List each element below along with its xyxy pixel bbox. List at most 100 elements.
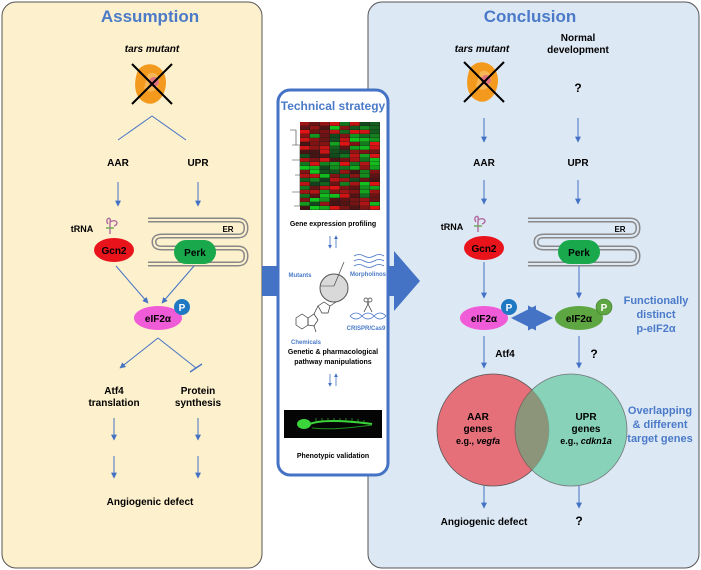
conclusion-outcome-question: ? <box>575 514 582 528</box>
heatmap-cell <box>320 206 330 210</box>
heatmap-cell <box>300 202 310 206</box>
conclusion-eif2a-upr <box>555 306 603 330</box>
heatmap-cell <box>320 138 330 142</box>
assumption-phospho-label: P <box>179 303 186 314</box>
upr-genes-example: e.g., cdkn1a <box>560 436 612 446</box>
heatmap-cell <box>350 126 360 130</box>
heatmap-cell <box>340 190 350 194</box>
injection-embryo-icon <box>319 261 349 303</box>
heatmap-cell <box>370 158 380 162</box>
heatmap-cell <box>330 190 340 194</box>
conclusion-eif2a-aar <box>460 306 508 330</box>
heatmap-cell <box>300 190 310 194</box>
manip-line2: pathway manipulations <box>294 359 372 366</box>
heatmap-cell <box>350 170 360 174</box>
heatmap-cell <box>320 158 330 162</box>
profiling-label: Gene expression profiling <box>290 221 376 228</box>
conclusion-normal-line1: Normal <box>561 33 596 44</box>
heatmap-cell <box>310 122 320 126</box>
chemicals-label: Chemicals <box>291 340 322 346</box>
heatmap-cell <box>360 190 370 194</box>
heatmap-cell <box>310 134 320 138</box>
heatmap-cell <box>340 166 350 170</box>
assumption-split-left <box>117 115 153 141</box>
heatmap-cell <box>300 162 310 166</box>
heatmap-cell <box>360 122 370 126</box>
heatmap-cell <box>370 198 380 202</box>
heatmap-cell <box>320 194 330 198</box>
heatmap-cell <box>350 178 360 182</box>
heatmap-cell <box>340 130 350 134</box>
crispr-label: CRISPR/Cas9 <box>347 326 386 332</box>
heatmap-cell <box>300 158 310 162</box>
heatmap-cell <box>370 194 380 198</box>
heatmap-cell <box>360 170 370 174</box>
heatmap-cell <box>310 170 320 174</box>
heatmap-cell <box>350 174 360 178</box>
heatmap-cell <box>330 186 340 190</box>
assumption-perk-label: Perk <box>184 248 206 259</box>
heatmap-cell <box>310 126 320 130</box>
heatmap-cell <box>350 146 360 150</box>
heatmap-cell <box>350 190 360 194</box>
heatmap-cell <box>340 162 350 166</box>
heatmap-cell <box>320 150 330 154</box>
assumption-gcn2 <box>94 238 134 262</box>
heatmap-cell <box>350 158 360 162</box>
heatmap-cell <box>350 166 360 170</box>
heatmap-cell <box>330 158 340 162</box>
assumption-aar-label: AAR <box>107 158 129 169</box>
heatmap-cell <box>370 122 380 126</box>
heatmap-cell <box>300 150 310 154</box>
heatmap-cell <box>320 186 330 190</box>
heatmap-cell <box>320 146 330 150</box>
heatmap-cell <box>370 182 380 186</box>
heatmap-cell <box>340 154 350 158</box>
heatmap-cell <box>350 202 360 206</box>
heatmap-cell <box>330 178 340 182</box>
functional-line2: distinct <box>636 309 675 321</box>
heatmap-cell <box>370 130 380 134</box>
heatmap-cell <box>360 178 370 182</box>
heatmap-cell <box>330 138 340 142</box>
heatmap-cell <box>310 186 320 190</box>
zebrafish-embryo-icon-conclusion <box>463 61 505 103</box>
conclusion-gcn2-label: Gcn2 <box>471 244 496 255</box>
heatmap-cell <box>340 206 350 210</box>
heatmap-cell <box>300 126 310 130</box>
heatmap-cell <box>310 174 320 178</box>
heatmap-cell <box>310 198 320 202</box>
assumption-atf4-line2: translation <box>88 398 139 409</box>
functional-line3: p-eIF2α <box>636 323 675 335</box>
heatmap-cell <box>370 150 380 154</box>
assumption-upr-label: UPR <box>187 158 209 169</box>
heatmap-cell <box>350 142 360 146</box>
heatmap-cell <box>300 198 310 202</box>
heatmap-cell <box>370 162 380 166</box>
heatmap-cell <box>350 206 360 210</box>
heatmap-cell <box>340 142 350 146</box>
heatmap-cell <box>350 154 360 158</box>
heatmap-cell <box>340 182 350 186</box>
heatmap-cell <box>320 162 330 166</box>
heatmap-cell <box>330 198 340 202</box>
conclusion-gcn2 <box>464 236 504 260</box>
morpholino-waves-icon <box>353 254 385 268</box>
heatmap-cell <box>370 174 380 178</box>
conclusion-aar-label: AAR <box>473 158 495 169</box>
heatmap-cell <box>330 146 340 150</box>
heatmap-cell <box>300 182 310 186</box>
assumption-trna-label: tRNA <box>71 224 94 234</box>
conclusion-mutant-label: tars mutant <box>455 44 510 55</box>
heatmap-cell <box>340 150 350 154</box>
assumption-mutant-label: tars mutant <box>125 44 180 55</box>
conclusion-upr-label: UPR <box>567 158 589 169</box>
heatmap-cell <box>360 146 370 150</box>
heatmap-cell <box>330 170 340 174</box>
venn-overlap <box>515 390 549 470</box>
heatmap-cell <box>310 130 320 134</box>
conclusion-upr-question: ? <box>590 347 597 361</box>
heatmap-cell <box>360 194 370 198</box>
